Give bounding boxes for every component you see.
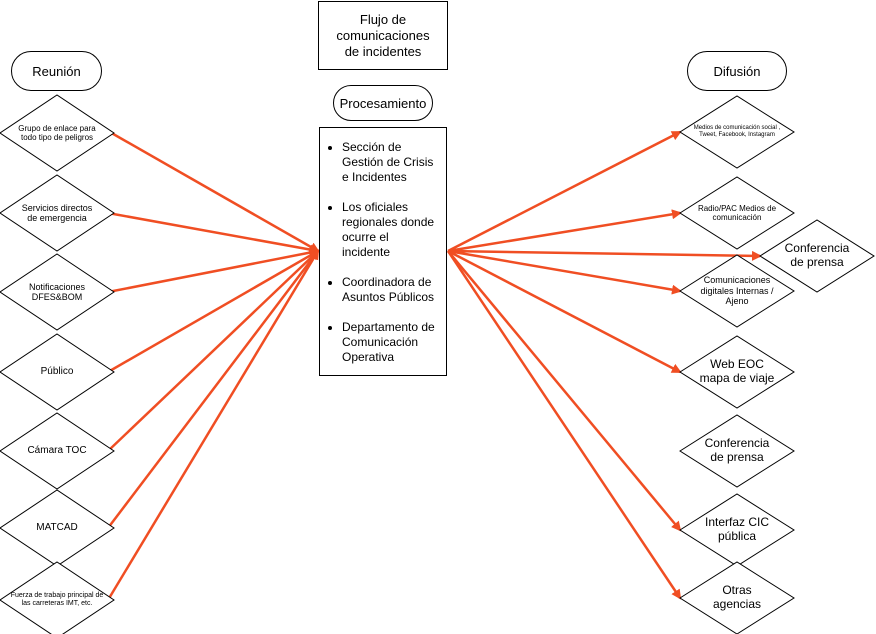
processing-box: Sección de Gestión de Crisis e Incidente… bbox=[319, 127, 447, 376]
input-arrow bbox=[107, 249, 320, 529]
input-arrow bbox=[107, 249, 320, 452]
output-label: Conferencia de prensa bbox=[784, 241, 850, 269]
output-diamond bbox=[679, 95, 795, 169]
processing-item: Sección de Gestión de Crisis e Incidente… bbox=[342, 140, 440, 185]
difusion-label: Difusión bbox=[687, 51, 787, 91]
input-diamond bbox=[0, 489, 115, 567]
output-arrow bbox=[447, 249, 682, 295]
input-arrow bbox=[107, 129, 320, 253]
output-label: Otras agencias bbox=[712, 583, 762, 611]
output-diamond bbox=[679, 176, 795, 250]
reunion-label: Reunión bbox=[11, 51, 102, 91]
output-label: Medios de comunicación social , Tweet, F… bbox=[693, 125, 781, 138]
input-label: Notificaciones DFES&BOM bbox=[28, 281, 86, 302]
output-diamond bbox=[679, 254, 795, 328]
input-diamond bbox=[0, 174, 115, 252]
input-label: Cámara TOC bbox=[27, 445, 87, 457]
input-label: MATCAD bbox=[36, 522, 78, 534]
title-box: Flujo de comunicaciones de incidentes bbox=[318, 1, 448, 70]
output-arrow bbox=[447, 249, 682, 374]
output-arrow bbox=[447, 130, 682, 253]
output-arrow bbox=[447, 209, 682, 253]
output-label: Interfaz CIC pública bbox=[704, 515, 770, 543]
input-arrow bbox=[107, 211, 320, 255]
output-label: Conferencia de prensa bbox=[704, 436, 770, 464]
input-label: Grupo de enlace para todo tipo de peligr… bbox=[18, 123, 96, 142]
input-diamond bbox=[0, 561, 115, 634]
processing-item: Departamento de Comunicación Operativa bbox=[342, 320, 440, 365]
output-diamond bbox=[679, 493, 795, 567]
output-label: Web EOC mapa de viaje bbox=[699, 357, 775, 385]
input-diamond bbox=[0, 253, 115, 331]
output-diamond bbox=[679, 561, 795, 634]
output-arrow bbox=[446, 250, 682, 600]
output-diamond bbox=[759, 219, 875, 293]
input-arrow bbox=[106, 249, 320, 601]
output-arrow bbox=[447, 250, 682, 532]
output-diamond bbox=[679, 335, 795, 409]
procesamiento-label-text: Procesamiento bbox=[339, 95, 427, 111]
output-diamond bbox=[679, 414, 795, 488]
input-label: Servicios directos de emergencia bbox=[21, 202, 93, 223]
procesamiento-label: Procesamiento bbox=[333, 85, 433, 121]
diagram-title: Flujo de comunicaciones de incidentes bbox=[336, 11, 430, 59]
output-label: Comunicaciones digitales Internas / Ajen… bbox=[700, 275, 774, 307]
difusion-label-text: Difusión bbox=[713, 63, 761, 79]
input-label: Público bbox=[40, 366, 74, 378]
output-label: Radio/PAC Medios de comunicación bbox=[697, 203, 777, 222]
input-label: Fuerza de trabajo principal de las carre… bbox=[10, 591, 104, 607]
processing-list: Sección de Gestión de Crisis e Incidente… bbox=[328, 140, 440, 365]
output-arrow bbox=[447, 249, 762, 261]
input-arrow bbox=[107, 247, 320, 294]
reunion-label-text: Reunión bbox=[32, 63, 81, 79]
input-diamond bbox=[0, 94, 115, 172]
input-arrow bbox=[107, 249, 320, 374]
processing-item: Los oficiales regionales donde ocurre el… bbox=[342, 200, 440, 260]
input-diamond bbox=[0, 412, 115, 490]
input-diamond bbox=[0, 333, 115, 411]
processing-item: Coordinadora de Asuntos Públicos bbox=[342, 275, 440, 305]
